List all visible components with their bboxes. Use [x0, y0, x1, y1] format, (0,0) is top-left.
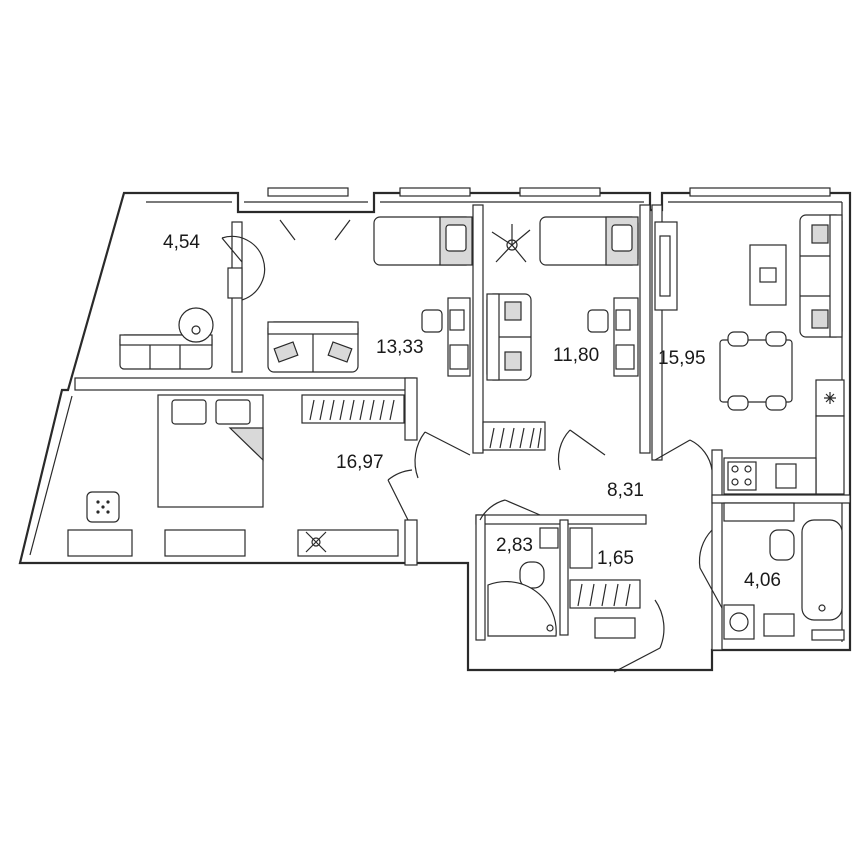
- windows: [267, 187, 831, 197]
- doors: [221, 219, 723, 673]
- area-label-storage: 1,65: [597, 548, 634, 569]
- wardrobe-11: [482, 421, 546, 451]
- area-label-room-13: 13,33: [376, 337, 424, 358]
- bed-16: [157, 394, 264, 508]
- tv-unit: [654, 221, 678, 311]
- bed-11: [539, 216, 639, 266]
- plant-11: [491, 224, 531, 263]
- coffee-table: [749, 244, 787, 306]
- bedroom-furniture: [67, 529, 399, 557]
- area-label-wc: 2,83: [496, 535, 533, 556]
- bed-13: [373, 216, 473, 266]
- area-label-room-11: 11,80: [553, 345, 599, 366]
- area-label-bedroom: 16,97: [336, 452, 384, 473]
- interior-walls: [74, 204, 851, 651]
- sofa-15: [799, 214, 843, 338]
- sofa-13: [267, 321, 359, 373]
- area-label-living: 15,95: [658, 348, 706, 369]
- ottoman: [86, 491, 120, 523]
- storage-fixtures: [569, 527, 641, 639]
- area-label-bathroom: 4,06: [744, 570, 781, 591]
- round-table: [178, 307, 214, 343]
- sofa-11: [486, 293, 532, 381]
- wc-fixtures: [487, 527, 559, 637]
- dining-table: [719, 331, 793, 411]
- area-labels: 4,54 13,33 11,80 15,95 16,97 8,31 2,83 1…: [163, 232, 781, 591]
- desk-11: [587, 297, 639, 377]
- wardrobe-16: [301, 394, 405, 424]
- balcony-sofa: [119, 334, 213, 370]
- area-label-balcony: 4,54: [163, 232, 200, 253]
- desk-13: [421, 297, 471, 377]
- kitchen: [723, 379, 845, 495]
- bath-fixtures: [723, 502, 845, 641]
- area-label-hall: 8,31: [607, 480, 644, 501]
